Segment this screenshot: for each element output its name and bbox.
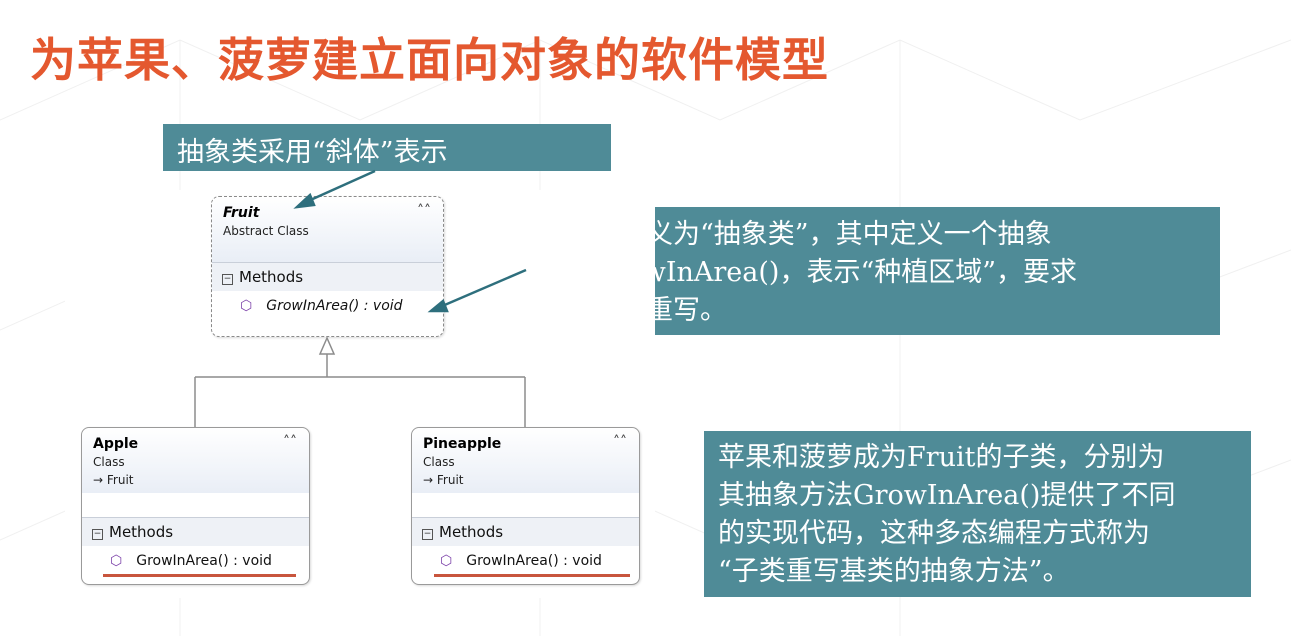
- collapse-minus-icon[interactable]: −: [422, 529, 433, 540]
- collapse-chevron-icon[interactable]: ˄˄: [283, 434, 297, 450]
- pineapple-method-text: GrowInArea() : void: [466, 553, 602, 569]
- apple-class-kind: Class: [93, 455, 125, 469]
- apple-class-box[interactable]: Apple Class → Fruit ˄˄ −Methods ⬡ GrowInA…: [81, 427, 310, 585]
- method-cube-icon: ⬡: [240, 298, 253, 314]
- fruit-method-row[interactable]: ⬡ GrowInArea() : void: [212, 291, 443, 321]
- inherit-arrow-icon: →: [93, 473, 107, 487]
- pineapple-class-name: Pineapple: [423, 436, 502, 452]
- apple-class-name: Apple: [93, 436, 139, 452]
- abstract-note-callout: 抽象类采用“斜体”表示: [163, 124, 611, 171]
- pineapple-methods-header[interactable]: −Methods: [412, 517, 639, 546]
- pineapple-parent-name: Fruit: [436, 473, 464, 487]
- subclass-note-line-2: 其抽象方法GrowInArea()提供了不同: [718, 480, 1176, 511]
- fruit-methods-label: Methods: [239, 268, 304, 286]
- collapse-chevron-icon[interactable]: ˄˄: [613, 434, 627, 450]
- fruit-methods-header[interactable]: −Methods: [212, 262, 443, 291]
- pineapple-parent: → Fruit: [423, 473, 639, 487]
- fruit-class-header: Fruit Abstract Class ˄˄: [212, 197, 443, 262]
- pineapple-method-row[interactable]: ⬡ GrowInArea() : void: [412, 546, 639, 576]
- subclass-note-callout: 苹果和菠萝成为Fruit的子类，分别为 其抽象方法GrowInArea()提供了…: [704, 431, 1251, 597]
- fruit-class-kind: Abstract Class: [223, 224, 309, 238]
- pineapple-methods-label: Methods: [439, 523, 504, 541]
- collapse-minus-icon[interactable]: −: [222, 274, 233, 285]
- apple-method-row[interactable]: ⬡ GrowInArea() : void: [82, 546, 309, 576]
- pineapple-class-box[interactable]: Pineapple Class → Fruit ˄˄ −Methods ⬡ Gro…: [411, 427, 640, 585]
- pineapple-method-underline: [434, 574, 630, 577]
- inherit-arrow-icon: →: [423, 473, 437, 487]
- method-cube-icon: ⬡: [110, 553, 123, 569]
- subclass-note-line-1: 苹果和菠萝成为Fruit的子类，分别为: [718, 442, 1165, 473]
- subclass-note-line-3: 的实现代码，这种多态编程方式称为: [718, 518, 1150, 549]
- apple-parent: → Fruit: [93, 473, 309, 487]
- collapse-minus-icon[interactable]: −: [92, 529, 103, 540]
- pineapple-class-kind: Class: [423, 455, 455, 469]
- apple-methods-header[interactable]: −Methods: [82, 517, 309, 546]
- apple-class-header: Apple Class → Fruit ˄˄: [82, 428, 309, 493]
- pineapple-class-header: Pineapple Class → Fruit ˄˄: [412, 428, 639, 493]
- apple-methods-label: Methods: [109, 523, 174, 541]
- fruit-class-box[interactable]: Fruit Abstract Class ˄˄ −Methods ⬡ GrowIn…: [211, 196, 444, 337]
- apple-method-text: GrowInArea() : void: [136, 553, 272, 569]
- method-cube-icon: ⬡: [440, 553, 453, 569]
- slide-title: 为苹果、菠萝建立面向对象的软件模型: [30, 33, 829, 87]
- fruit-class-name: Fruit: [223, 205, 260, 221]
- collapse-chevron-icon[interactable]: ˄˄: [417, 203, 431, 219]
- fruit-method-text: GrowInArea() : void: [266, 298, 403, 314]
- apple-parent-name: Fruit: [106, 473, 134, 487]
- apple-method-underline: [103, 574, 296, 577]
- subclass-note-line-4: “子类重写基类的抽象方法”。: [718, 556, 1070, 587]
